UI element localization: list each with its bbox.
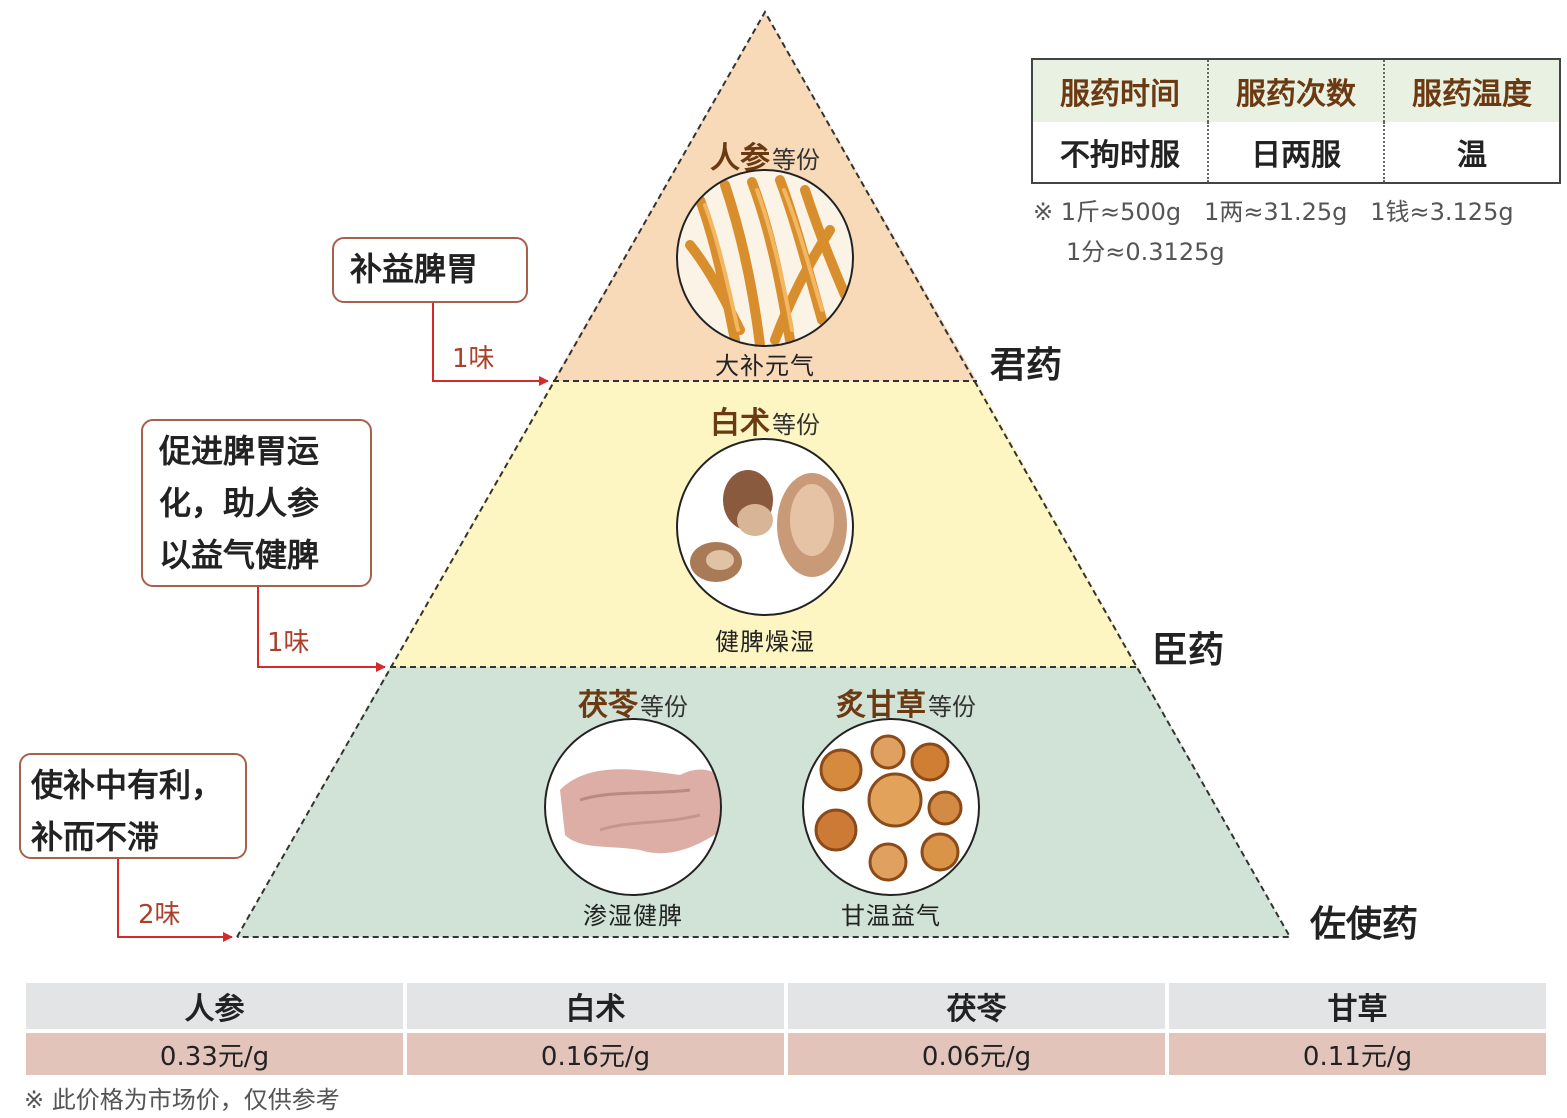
price-table: 人参 白术 茯苓 甘草 0.33元/g 0.16元/g 0.06元/g 0.11…	[22, 979, 1550, 1079]
price-value-cell: 0.33元/g	[26, 1033, 403, 1075]
dosage-header-cell: 服药时间	[1032, 59, 1208, 122]
dosage-header-cell: 服药次数	[1207, 59, 1384, 122]
tier-zuoshi-fill	[237, 667, 1290, 937]
price-herb-cell: 人参	[26, 983, 403, 1029]
callout-line: 化，助人参	[159, 484, 320, 522]
role-label-zuoshi: 佐使药	[1310, 903, 1419, 945]
price-value-cell: 0.06元/g	[788, 1033, 1165, 1075]
price-herb-cell: 茯苓	[788, 983, 1165, 1029]
herb-name: 人参	[710, 141, 770, 176]
ginseng-image	[676, 169, 854, 347]
callout-jun: 补益脾胃	[332, 237, 528, 303]
dosage-value-cell: 日两服	[1207, 122, 1384, 183]
count-jun: 1味	[452, 344, 495, 374]
herb-effect-gancao: 甘温益气	[841, 902, 941, 930]
herb-dose: 等份	[928, 693, 976, 721]
dosage-table: 服药时间 服药次数 服药温度 不拘时服 日两服 温	[1031, 58, 1561, 184]
price-value-row: 0.33元/g 0.16元/g 0.06元/g 0.11元/g	[26, 1033, 1546, 1075]
price-note: ※ 此价格为市场价，仅供参考	[24, 1086, 340, 1114]
herb-title-gancao: 炙甘草等份	[836, 680, 976, 724]
licorice-image	[802, 718, 980, 896]
connector-arrow-jun	[432, 302, 549, 386]
role-label-chen: 臣药	[1152, 629, 1225, 671]
herb-title-renshen: 人参等份	[710, 133, 820, 177]
herb-dose: 等份	[772, 146, 820, 174]
callout-line: 补而不滞	[31, 818, 160, 856]
herb-effect-renshen: 大补元气	[715, 352, 815, 380]
unit-conversion-line-2: 1分≈0.3125g	[1066, 238, 1225, 266]
connector-arrow-chen	[257, 586, 386, 672]
connector-arrow-zuoshi	[117, 858, 233, 942]
role-label-jun: 君药	[990, 344, 1063, 386]
count-zuoshi: 2味	[138, 900, 181, 930]
callout-line: 使补中有利，	[31, 766, 224, 804]
count-chen: 1味	[267, 628, 310, 658]
dosage-value-cell: 不拘时服	[1032, 122, 1208, 183]
herb-effect-fuling: 渗湿健脾	[583, 902, 683, 930]
herb-name: 白术	[710, 406, 770, 441]
pyramid-outline	[236, 9, 1292, 938]
price-herb-cell: 白术	[407, 983, 784, 1029]
herb-name: 茯苓	[578, 688, 638, 723]
herb-title-fuling: 茯苓等份	[578, 680, 688, 724]
dosage-header-cell: 服药温度	[1383, 59, 1560, 122]
callout-line: 补益脾胃	[350, 250, 479, 288]
herb-title-baizhu: 白术等份	[710, 398, 820, 442]
callout-line: 以益气健脾	[159, 536, 320, 574]
atractylodes-image	[676, 438, 854, 616]
herb-effect-baizhu: 健脾燥湿	[715, 628, 815, 656]
price-header-row: 人参 白术 茯苓 甘草	[26, 983, 1546, 1029]
poria-image	[544, 718, 722, 896]
price-herb-cell: 甘草	[1169, 983, 1546, 1029]
dosage-header-row: 服药时间 服药次数 服药温度	[1032, 59, 1560, 122]
dosage-value-cell: 温	[1383, 122, 1560, 183]
callout-zuoshi: 使补中有利， 补而不滞	[19, 753, 247, 859]
herb-name: 炙甘草	[836, 688, 926, 723]
price-value-cell: 0.16元/g	[407, 1033, 784, 1075]
unit-conversion-line-1: ※ 1斤≈500g 1两≈31.25g 1钱≈3.125g	[1033, 198, 1514, 226]
price-value-cell: 0.11元/g	[1169, 1033, 1546, 1075]
callout-chen: 促进脾胃运 化，助人参 以益气健脾	[141, 419, 372, 587]
herb-dose: 等份	[640, 693, 688, 721]
dosage-value-row: 不拘时服 日两服 温	[1032, 122, 1560, 183]
callout-line: 促进脾胃运	[159, 432, 320, 470]
herb-dose: 等份	[772, 411, 820, 439]
